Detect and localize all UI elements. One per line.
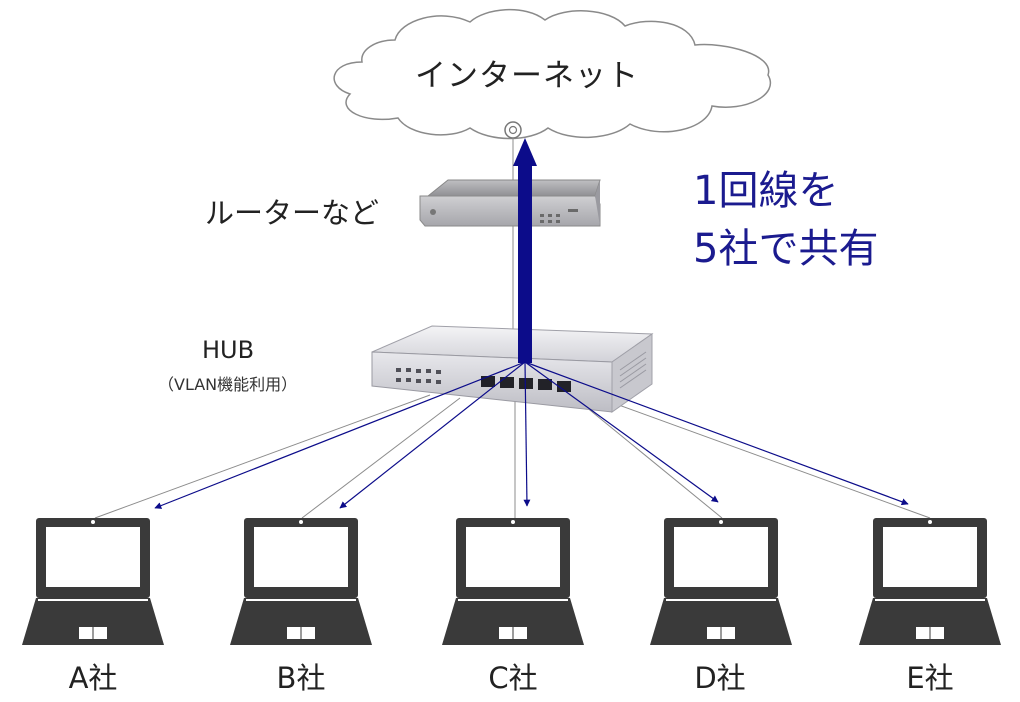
- laptop-icon-e: [859, 518, 1001, 645]
- distribution-arrows: [154, 361, 909, 509]
- hub-label: HUB: [202, 336, 255, 364]
- cloud-port-icon: [504, 121, 522, 139]
- laptop-icon-c: [442, 518, 584, 645]
- laptop-icon-a: [22, 518, 164, 645]
- internet-cloud: [333, 9, 771, 140]
- share-note: 1回線を 5社で共有: [693, 162, 878, 278]
- client-label-e: E社: [906, 661, 954, 695]
- share-note-line1: 1回線を: [693, 168, 839, 214]
- client-label-b: B社: [276, 661, 326, 695]
- uplink-arrow: [513, 138, 537, 363]
- router-label: ルーターなど: [205, 196, 380, 230]
- client-label-d: D社: [694, 661, 746, 695]
- client-label-a: A社: [68, 661, 118, 695]
- laptops: [22, 518, 1001, 645]
- share-note-line2: 5社で共有: [693, 226, 879, 272]
- laptop-icon-d: [650, 518, 792, 645]
- client-label-c: C社: [488, 661, 538, 695]
- hub-ports: [481, 376, 571, 392]
- laptop-icon-b: [230, 518, 372, 645]
- router-device: [419, 179, 601, 227]
- cable-lines: [94, 138, 931, 519]
- hub-sublabel: （VLAN機能利用）: [158, 375, 298, 394]
- hub-device: [371, 325, 654, 413]
- internet-label: インターネット: [415, 58, 639, 94]
